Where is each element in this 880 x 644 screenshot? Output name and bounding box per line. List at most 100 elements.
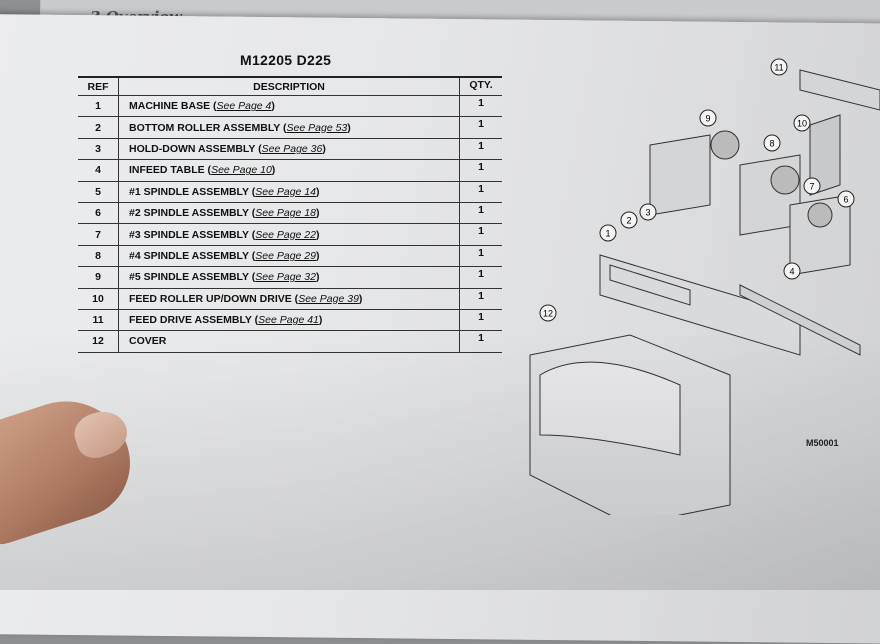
- table-row: 10 FEED ROLLER UP/DOWN DRIVE (See Page 3…: [78, 288, 502, 310]
- header-description: DESCRIPTION: [118, 77, 460, 96]
- row-qty: 1: [459, 95, 502, 118]
- callout-7: 7: [803, 177, 821, 195]
- row-ref: 2: [78, 116, 119, 139]
- page-link[interactable]: See Page 41: [258, 314, 319, 327]
- table-row: 8 #4 SPINDLE ASSEMBLY (See Page 29) 1: [78, 245, 502, 268]
- page-link[interactable]: See Page 18: [255, 207, 316, 220]
- part-name: #5 SPINDLE ASSEMBLY: [129, 271, 249, 284]
- callout-number: 4: [789, 267, 794, 277]
- header-ref: REF: [78, 77, 119, 96]
- row-qty: 1: [459, 330, 502, 353]
- part-name: MACHINE BASE: [129, 100, 211, 113]
- page-link[interactable]: See Page 39: [298, 292, 359, 305]
- part-name: INFEED TABLE: [129, 164, 205, 177]
- part-name: COVER: [129, 335, 167, 348]
- row-qty: 1: [459, 138, 502, 161]
- callout-number: 3: [645, 208, 650, 218]
- callout-11: 11: [770, 58, 788, 76]
- table-row: 2 BOTTOM ROLLER ASSEMBLY (See Page 53) 1: [78, 116, 502, 139]
- row-description: COVER: [118, 330, 460, 353]
- parts-table: REF DESCRIPTION QTY. 1 MACHINE BASE (See…: [78, 76, 502, 353]
- row-qty: 1: [459, 202, 502, 225]
- row-description: #5 SPINDLE ASSEMBLY (See Page 32): [118, 266, 460, 289]
- part-name: FEED DRIVE ASSEMBLY: [129, 314, 252, 327]
- table-row: 6 #2 SPINDLE ASSEMBLY (See Page 18) 1: [78, 202, 502, 225]
- row-ref: 6: [78, 202, 119, 225]
- row-description: #1 SPINDLE ASSEMBLY (See Page 14): [118, 181, 460, 203]
- table-row: 7 #3 SPINDLE ASSEMBLY (See Page 22) 1: [78, 223, 502, 246]
- part-name: BOTTOM ROLLER ASSEMBLY: [129, 121, 281, 134]
- page-link[interactable]: See Page 36: [261, 142, 323, 155]
- page-link[interactable]: See Page 10: [211, 164, 272, 177]
- page-link[interactable]: See Page 53: [286, 121, 348, 134]
- table-row: 11 FEED DRIVE ASSEMBLY (See Page 41) 1: [78, 309, 502, 332]
- row-qty: 1: [459, 181, 502, 203]
- callout-number: 1: [605, 229, 610, 239]
- row-ref: 7: [78, 223, 119, 246]
- table-row: 4 INFEED TABLE (See Page 10) 1: [78, 159, 502, 182]
- callout-4: 4: [783, 262, 801, 280]
- row-ref: 12: [78, 330, 119, 353]
- page-link[interactable]: See Page 29: [255, 249, 316, 262]
- row-description: #3 SPINDLE ASSEMBLY (See Page 22): [118, 223, 460, 246]
- callout-number: 11: [774, 63, 783, 73]
- part-name: #4 SPINDLE ASSEMBLY: [129, 249, 249, 262]
- row-ref: 1: [78, 95, 119, 118]
- row-description: HOLD-DOWN ASSEMBLY (See Page 36): [118, 138, 460, 161]
- callout-6: 6: [837, 190, 855, 208]
- table-row: 1 MACHINE BASE (See Page 4) 1: [78, 95, 502, 118]
- callout-8: 8: [763, 134, 781, 152]
- page-link[interactable]: See Page 4: [216, 100, 272, 113]
- row-ref: 3: [78, 138, 119, 161]
- callout-number: 10: [797, 119, 807, 129]
- callout-number: 8: [769, 139, 774, 149]
- row-ref: 8: [78, 245, 119, 268]
- page-link[interactable]: See Page 14: [255, 185, 316, 198]
- table-row: 3 HOLD-DOWN ASSEMBLY (See Page 36) 1: [78, 138, 502, 161]
- callout-10: 10: [793, 114, 811, 132]
- row-ref: 4: [78, 159, 119, 182]
- callout-3: 3: [639, 203, 657, 221]
- header-qty: QTY.: [459, 77, 502, 96]
- row-ref: 10: [78, 288, 119, 310]
- callout-number: 9: [705, 114, 710, 124]
- row-qty: 1: [459, 116, 502, 139]
- table-row: 12 COVER 1: [78, 330, 502, 353]
- part-name: FEED ROLLER UP/DOWN DRIVE: [129, 292, 292, 305]
- row-ref: 9: [78, 266, 119, 289]
- row-qty: 1: [459, 309, 502, 332]
- page-link[interactable]: See Page 32: [255, 271, 316, 284]
- row-description: #2 SPINDLE ASSEMBLY (See Page 18): [118, 202, 460, 225]
- part-name: #1 SPINDLE ASSEMBLY: [129, 185, 249, 198]
- callout-number: 2: [626, 216, 631, 226]
- row-description: #4 SPINDLE ASSEMBLY (See Page 29): [118, 245, 460, 268]
- row-description: FEED ROLLER UP/DOWN DRIVE (See Page 39): [118, 288, 460, 310]
- row-description: BOTTOM ROLLER ASSEMBLY (See Page 53): [118, 116, 460, 139]
- callout-number: 12: [543, 309, 553, 319]
- callout-1: 1: [599, 224, 617, 242]
- table-row: 9 #5 SPINDLE ASSEMBLY (See Page 32) 1: [78, 266, 502, 289]
- figure-label: M50001: [806, 438, 839, 448]
- document-title: M12205 D225: [240, 52, 332, 68]
- table-header: REF DESCRIPTION QTY.: [78, 77, 502, 96]
- row-description: INFEED TABLE (See Page 10): [118, 159, 460, 182]
- row-qty: 1: [459, 159, 502, 182]
- row-qty: 1: [459, 266, 502, 289]
- part-name: #2 SPINDLE ASSEMBLY: [129, 207, 249, 220]
- row-ref: 11: [78, 309, 119, 332]
- callout-number: 7: [809, 182, 814, 192]
- part-name: #3 SPINDLE ASSEMBLY: [129, 228, 249, 241]
- page-link[interactable]: See Page 22: [255, 228, 316, 241]
- row-description: MACHINE BASE (See Page 4): [118, 95, 460, 118]
- callout-12: 12: [539, 304, 557, 322]
- callout-number: 6: [843, 195, 848, 205]
- table-row: 5 #1 SPINDLE ASSEMBLY (See Page 14) 1: [78, 181, 502, 203]
- row-qty: 1: [459, 245, 502, 268]
- row-ref: 5: [78, 181, 119, 203]
- callout-9: 9: [699, 109, 717, 127]
- callout-2: 2: [620, 211, 638, 229]
- row-description: FEED DRIVE ASSEMBLY (See Page 41): [118, 309, 460, 332]
- row-qty: 1: [459, 223, 502, 246]
- row-qty: 1: [459, 288, 502, 310]
